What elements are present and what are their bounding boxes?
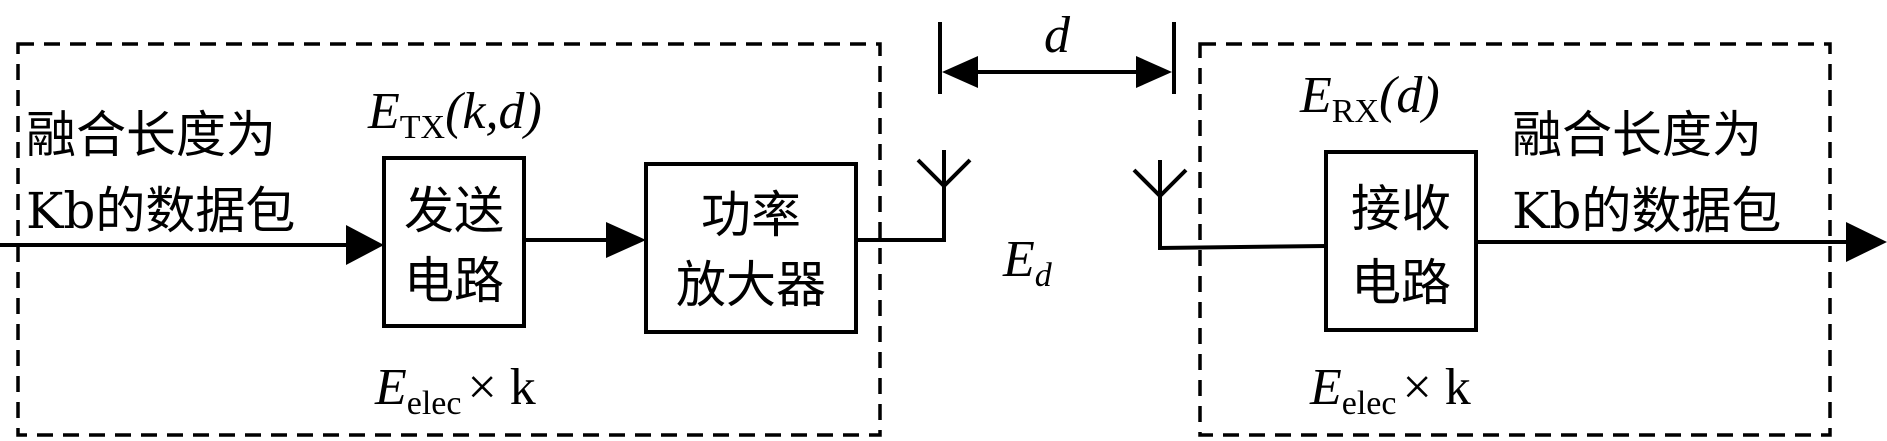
tx-antenna-wire xyxy=(856,186,946,242)
rx-energy-label: ERX(d) xyxy=(1299,67,1440,130)
input-label-line2: Kb的数据包 xyxy=(26,182,295,240)
transmitter-region xyxy=(16,42,882,437)
input-label-line1: 融合长度为 xyxy=(26,106,276,164)
distance-arrowhead-right xyxy=(1136,56,1172,88)
output-label-line1: 融合长度为 xyxy=(1512,106,1762,164)
receive-circuit-label-line2: 电路 xyxy=(1351,254,1451,312)
send-circuit-box xyxy=(382,156,526,328)
tx-elec-energy-label: Eelec× k xyxy=(374,359,536,422)
channel-energy-label: Ed xyxy=(1002,231,1053,294)
tx-antenna-icon xyxy=(916,150,972,188)
send-circuit-label-line1: 发送 xyxy=(404,182,504,240)
input-arrowhead xyxy=(346,225,384,265)
output-arrowhead xyxy=(1846,222,1887,262)
amplifier-label-line1: 功率 xyxy=(701,186,801,244)
tx-energy-label: ETX(k,d) xyxy=(367,83,542,146)
output-label-line2: Kb的数据包 xyxy=(1512,182,1781,240)
send-to-amp-arrowhead xyxy=(606,222,646,258)
send-circuit-label-line2: 电路 xyxy=(404,252,504,310)
receive-circuit-label-line1: 接收 xyxy=(1351,180,1451,238)
receive-circuit-box xyxy=(1324,150,1478,332)
receiver-region xyxy=(1198,42,1832,437)
amplifier-label-line2: 放大器 xyxy=(676,256,826,314)
distance-arrowhead-left xyxy=(942,56,978,88)
rx-elec-energy-label: Eelec× k xyxy=(1309,359,1471,422)
distance-label: d xyxy=(1044,7,1071,64)
power-amplifier-box xyxy=(644,162,858,334)
rx-antenna-wire xyxy=(1158,196,1327,251)
rx-antenna-icon xyxy=(1132,160,1188,198)
